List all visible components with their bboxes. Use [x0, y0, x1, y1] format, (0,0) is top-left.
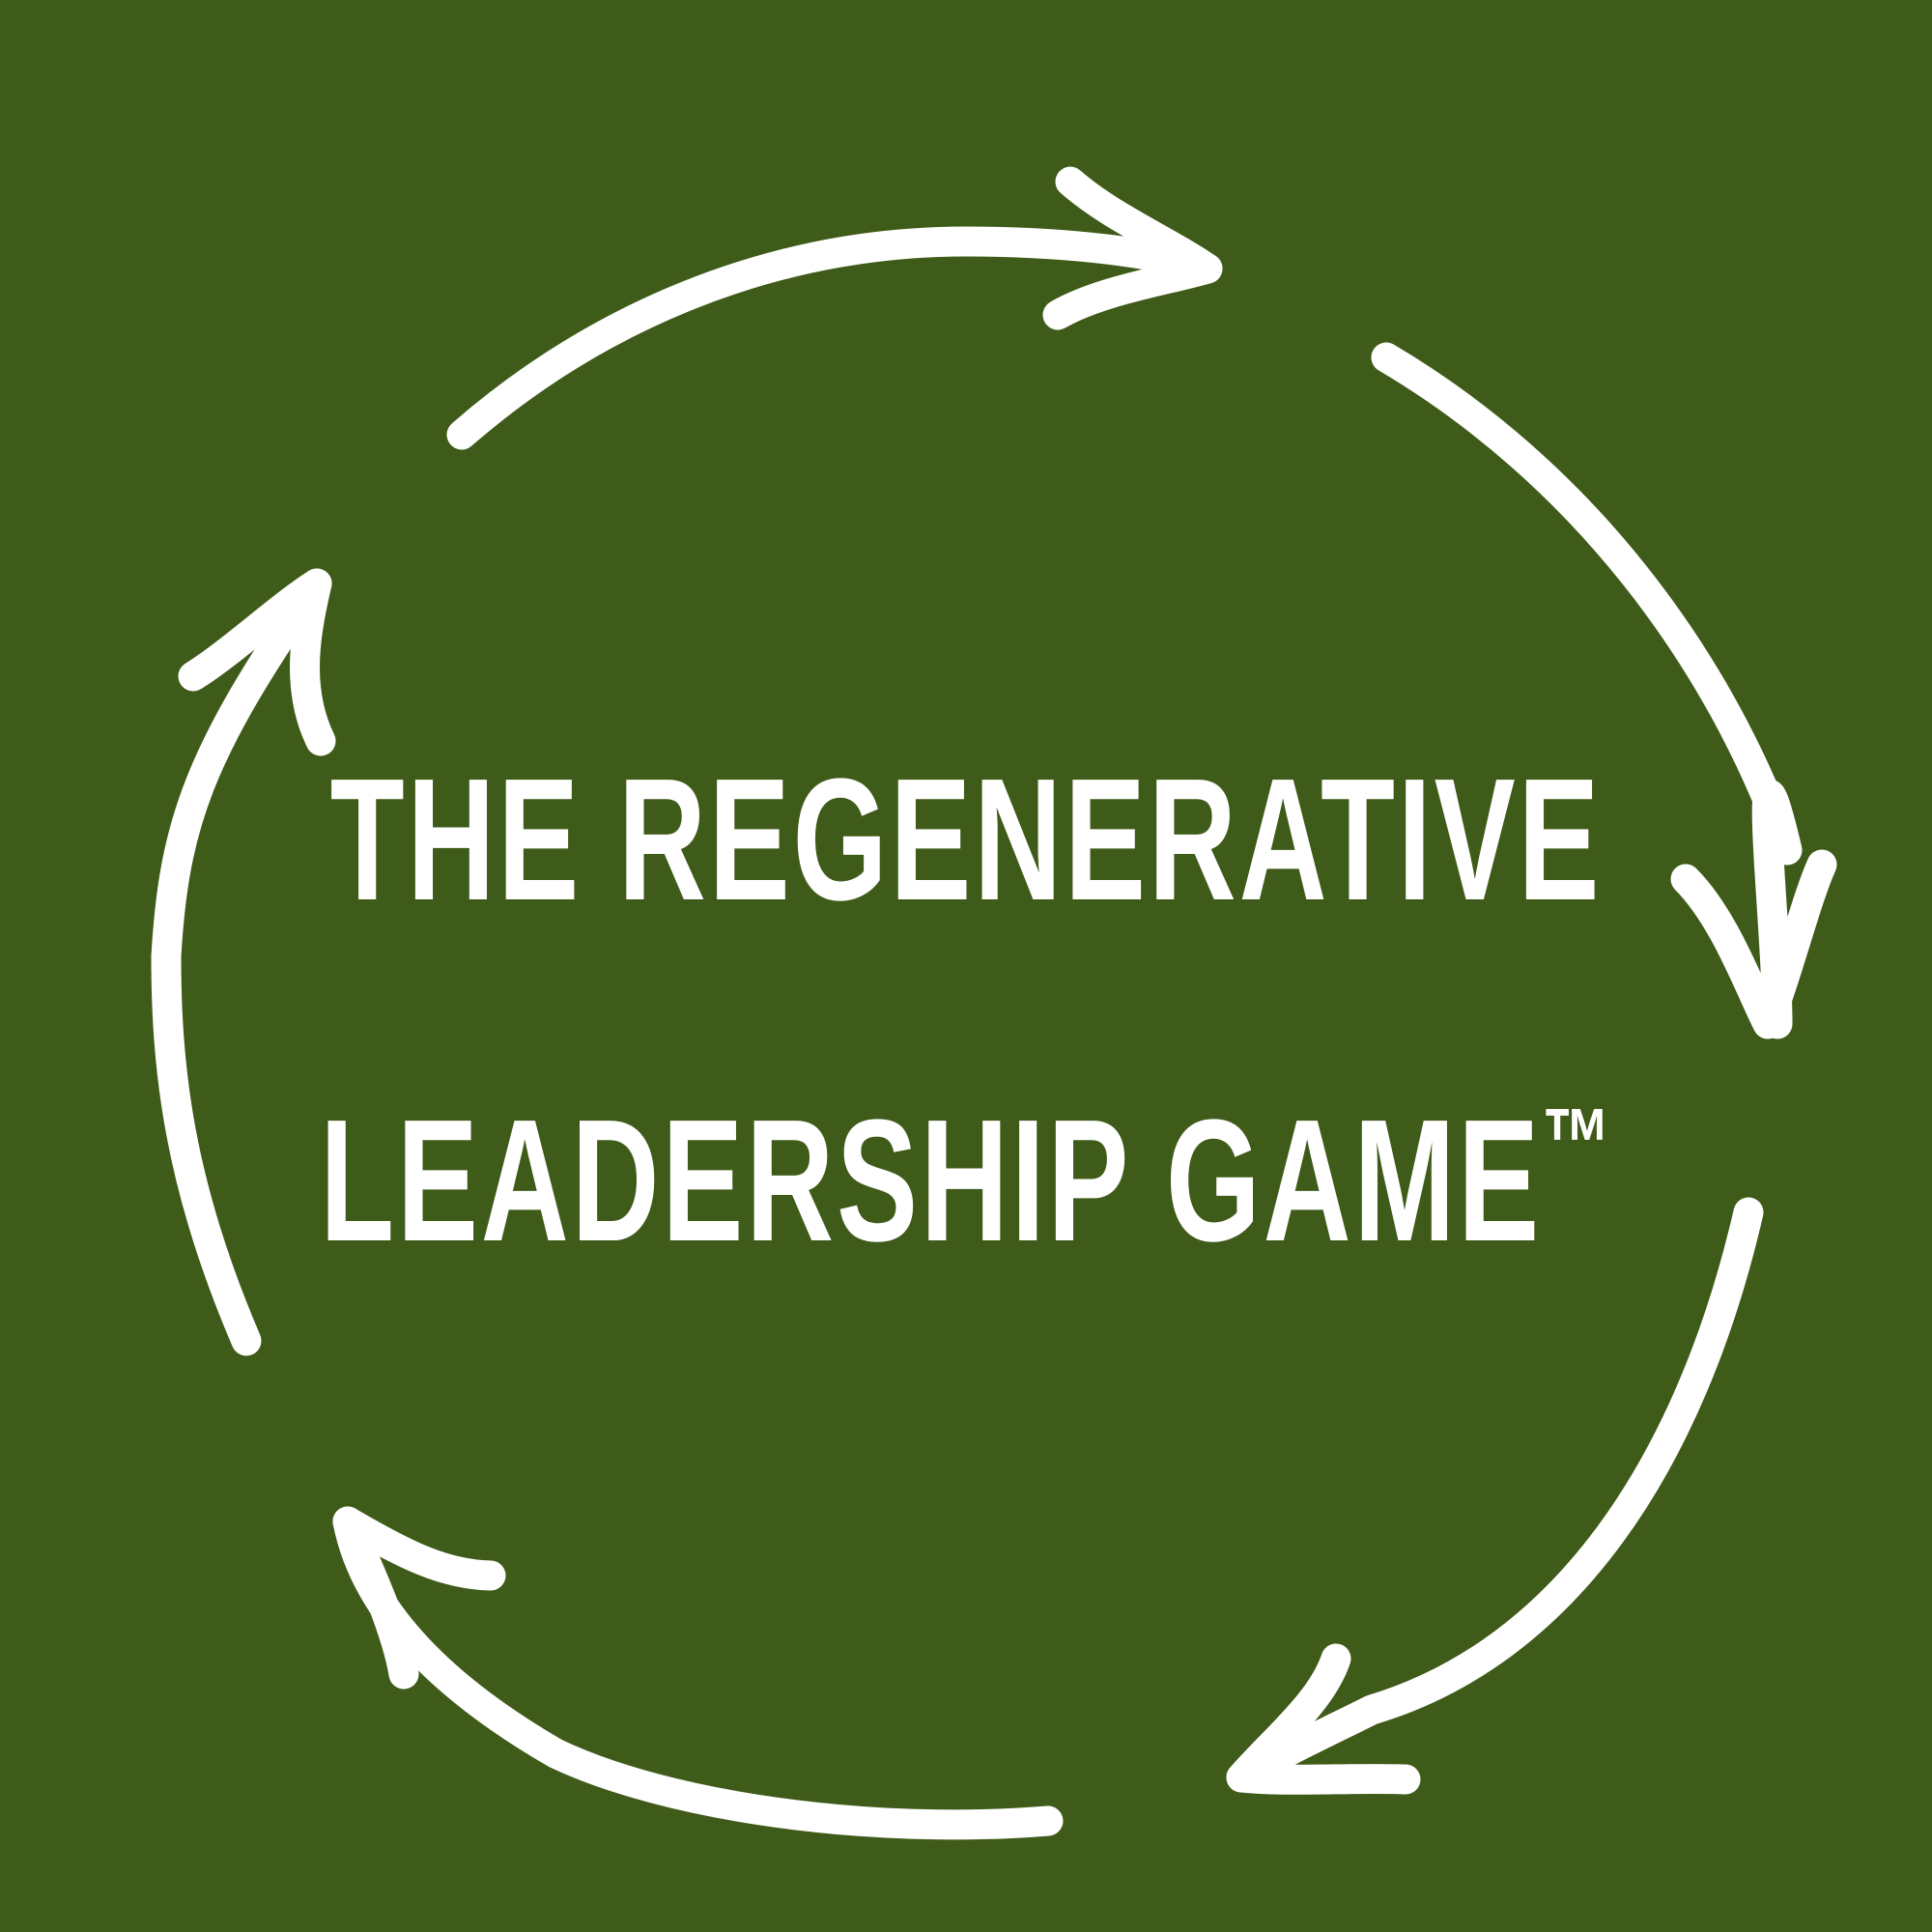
left-arrow-shaft	[151, 568, 332, 1356]
trademark-symbol: ™	[1542, 1088, 1612, 1198]
top-arrow-icon	[446, 166, 1223, 450]
left-arrow-head	[178, 568, 336, 756]
title-line-1-text: THE REGENERATIVE	[329, 743, 1603, 937]
title-line-2-text: LEADERSHIP GAME	[320, 1084, 1543, 1278]
bottom-right-arrow-shaft	[1226, 1197, 1764, 1793]
bottom-left-arrow-head	[332, 1506, 506, 1690]
title-line-2: LEADERSHIP GAME™	[290, 1094, 1642, 1268]
title-line-1: THE REGENERATIVE	[290, 753, 1642, 927]
top-arrow-head	[1042, 166, 1223, 330]
bottom-left-arrow-icon	[332, 1506, 1064, 1840]
right-arrow-head	[1670, 849, 1837, 1039]
top-arrow-shaft	[446, 226, 1223, 450]
right-arrow-shaft	[1371, 342, 1803, 1039]
left-arrow-icon	[151, 568, 336, 1356]
bottom-right-arrow-head	[1226, 1643, 1421, 1795]
bottom-right-arrow-icon	[1226, 1197, 1764, 1795]
right-arrow-icon	[1371, 342, 1837, 1039]
